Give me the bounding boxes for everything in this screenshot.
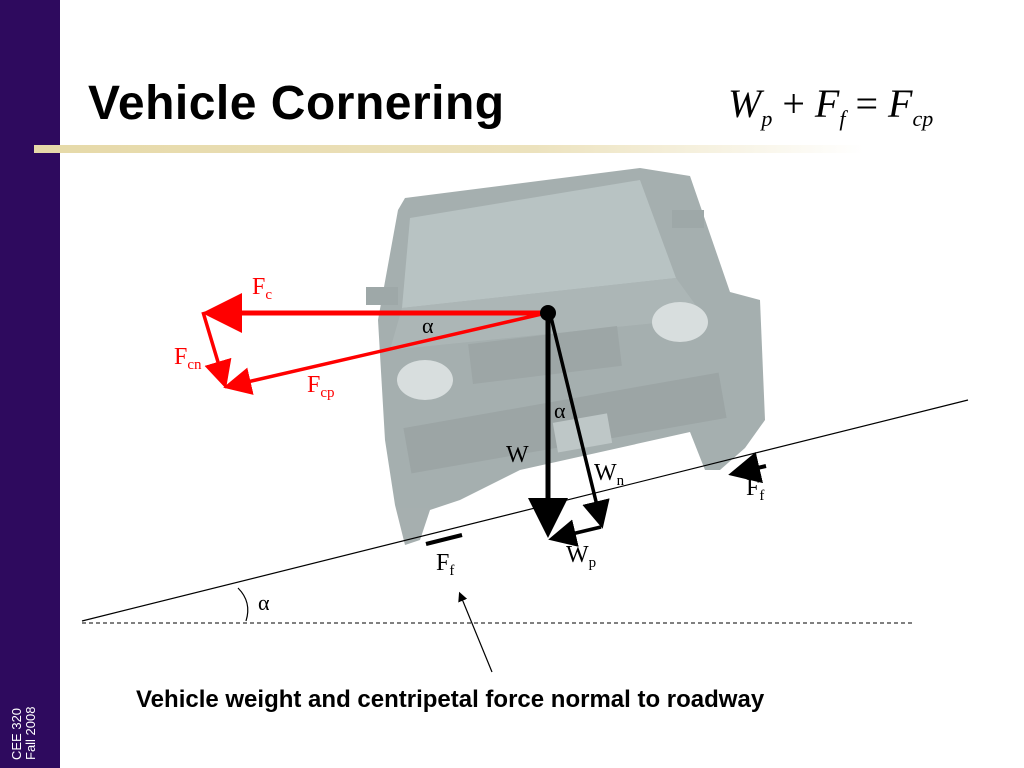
eq-f: F [814, 81, 840, 126]
vehicle-headlight-right [652, 302, 708, 342]
diagram-caption: Vehicle weight and centripetal force nor… [136, 686, 765, 713]
slide-title: Vehicle Cornering [88, 77, 505, 130]
vehicle-mirror-left [366, 287, 398, 305]
ff-label-right: Ff [746, 475, 764, 504]
ff-bar-left [425, 533, 463, 546]
eq-f-sub: f [839, 106, 846, 131]
sidebar-band: CEE 320 Fall 2008 [0, 0, 60, 768]
road-angle-arc [237, 587, 249, 622]
equation: Wp+Ff=Fcp [728, 80, 933, 132]
caption-pointer [458, 591, 493, 673]
w-label: W [506, 442, 529, 468]
wp-label: Wp [566, 542, 596, 571]
fcp-arrow [223, 311, 547, 395]
eq-equals: = [855, 81, 879, 126]
vehicle-grille [468, 326, 622, 384]
eq-w-sub: p [761, 106, 773, 131]
center-of-gravity [540, 305, 556, 321]
ff-label-left: Ff [436, 550, 454, 579]
alpha-label-top: α [422, 313, 434, 338]
eq-fc: F [888, 81, 913, 126]
fcn-label: Fcn [174, 344, 202, 373]
vehicle-image [366, 168, 765, 545]
wn-label: Wn [594, 460, 625, 489]
alpha-label-road: α [258, 590, 270, 615]
vehicle-plate [552, 413, 613, 453]
eq-w: W [728, 81, 762, 126]
vehicle-mirror-right [672, 210, 704, 228]
wn-arrow [548, 312, 610, 529]
vehicle-headlight-left [397, 360, 453, 400]
ff-arrow-right [728, 451, 767, 484]
alpha-label-weight: α [554, 398, 566, 423]
wp-arrow [548, 519, 602, 547]
eq-fc-sub: cp [912, 106, 934, 131]
eq-plus: + [782, 81, 805, 126]
vehicle-windshield [402, 180, 676, 308]
road-surface [81, 399, 969, 622]
fcn-arrow [201, 311, 232, 389]
fc-label: Fc [252, 274, 272, 303]
fcp-label: Fcp [307, 372, 335, 401]
title-underline [34, 145, 864, 153]
